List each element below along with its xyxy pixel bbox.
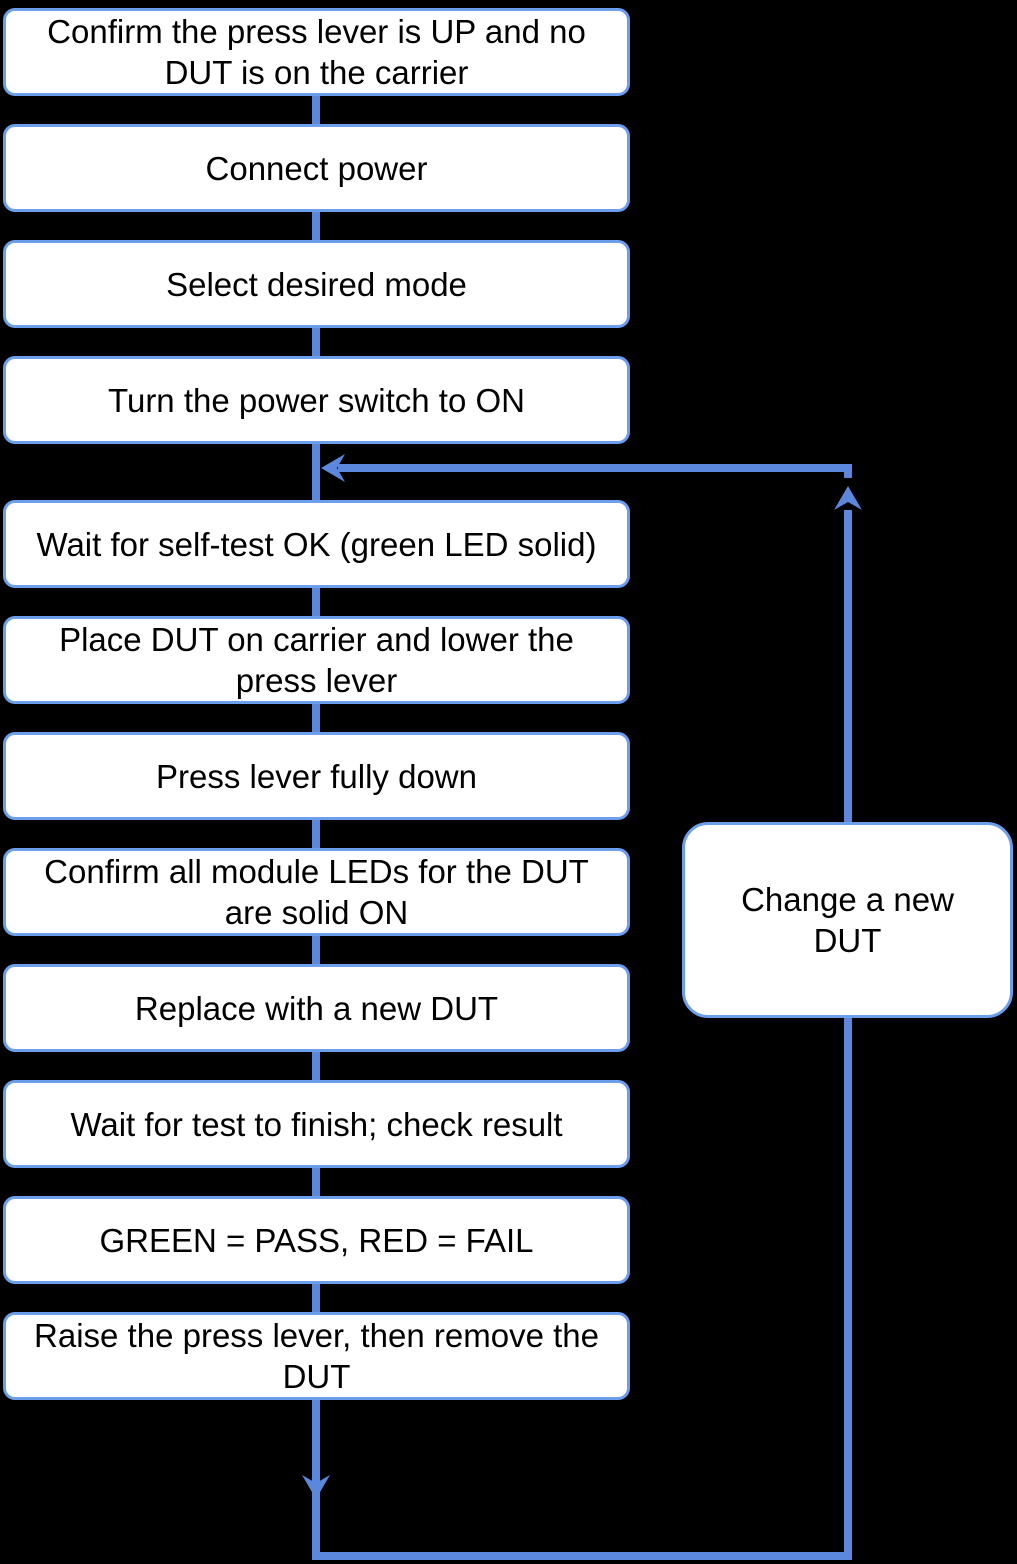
flow-step-8: Confirm all module LEDs for the DUT are … [3,848,630,936]
flow-step-3: Select desired mode [3,240,630,328]
flow-step-7-label: Press lever fully down [156,757,477,795]
side-step-change-dut-label: Change a new DUT [741,881,954,959]
flow-step-2: Connect power [3,124,630,212]
flow-step-8-label: Confirm all module LEDs for the DUT are … [44,853,589,931]
flow-step-4: Turn the power switch to ON [3,356,630,444]
flow-step-9: Replace with a new DUT [3,964,630,1052]
flow-step-12-label: Raise the press lever, then remove the D… [34,1317,599,1395]
flow-step-3-label: Select desired mode [166,265,467,303]
flow-step-4-label: Turn the power switch to ON [108,381,525,419]
flow-step-1: Confirm the press lever is UP and no DUT… [3,8,630,96]
flow-step-1-label: Confirm the press lever is UP and no DUT… [47,13,586,91]
flow-step-7: Press lever fully down [3,732,630,820]
loop-return-arrowhead-icon [321,454,345,482]
flow-step-5: Wait for self-test OK (green LED solid) [3,500,630,588]
flow-step-12: Raise the press lever, then remove the D… [3,1312,630,1400]
flow-step-6-label: Place DUT on carrier and lower the press… [59,621,574,699]
flow-step-10-label: Wait for test to finish; check result [70,1105,563,1143]
exit-arrowhead-icon [302,1475,330,1499]
flow-step-6: Place DUT on carrier and lower the press… [3,616,630,704]
flow-step-9-label: Replace with a new DUT [134,989,499,1027]
flow-step-2-label: Connect power [205,149,428,187]
loop-connector [312,510,852,1560]
loop-up-arrowhead-icon [834,486,862,510]
loop-return-connector [338,464,852,478]
flow-step-10: Wait for test to finish; check result [3,1080,630,1168]
flow-step-11: GREEN = PASS, RED = FAIL [3,1196,630,1284]
side-step-change-dut: Change a new DUT [682,822,1013,1018]
flow-step-11-label: GREEN = PASS, RED = FAIL [99,1221,534,1259]
flow-step-5-label: Wait for self-test OK (green LED solid) [36,525,597,563]
